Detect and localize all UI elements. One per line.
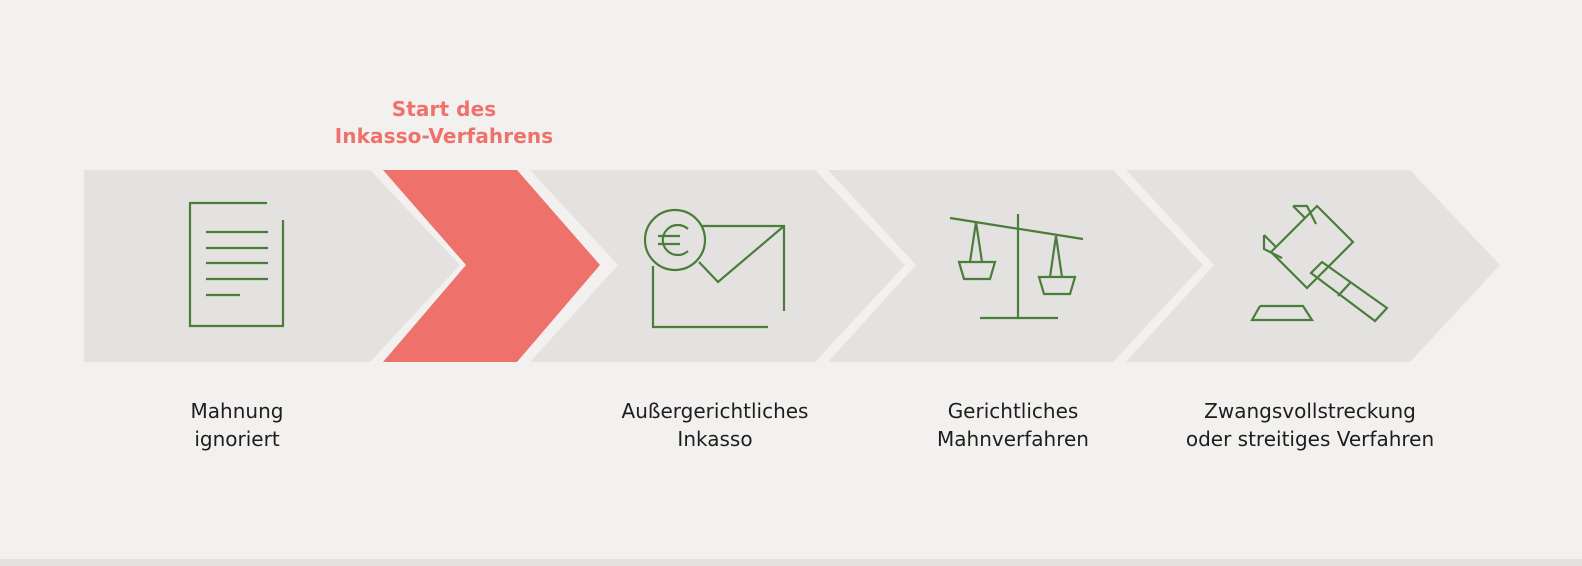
step-label-zwangsvollstreckung: Zwangsvollstreckung oder streitiges Verf… (1160, 397, 1460, 453)
step-label-line2: ignoriert (194, 427, 280, 451)
step-label-line2: Inkasso (677, 427, 753, 451)
gavel-icon (1250, 204, 1389, 323)
scales-icon (949, 214, 1084, 320)
step-label-mahnung: Mahnung ignoriert (117, 397, 357, 453)
highlight-label-line2: Inkasso-Verfahrens (334, 124, 554, 148)
step-label-mahnverfahren: Gerichtliches Mahnverfahren (893, 397, 1133, 453)
step-label-line2: oder streitiges Verfahren (1185, 427, 1435, 451)
highlight-chevron (383, 170, 600, 362)
step-label-line1: Gerichtliches (947, 399, 1079, 423)
step-label-line1: Mahnung (190, 399, 284, 423)
step-label-line1: Außergerichtliches (621, 399, 809, 423)
step-label-line1: Zwangsvollstreckung (1204, 399, 1416, 423)
document-icon (188, 201, 285, 328)
step-arrow-inkasso (530, 170, 905, 362)
euro-envelope-icon (643, 208, 786, 329)
step-arrow-zwangsvollstreckung (1126, 170, 1500, 362)
bottom-divider (0, 559, 1582, 566)
highlight-label: Start des Inkasso-Verfahrens (314, 96, 574, 150)
step-label-line2: Mahnverfahren (937, 427, 1089, 451)
highlight-label-line1: Start des (391, 97, 497, 121)
step-label-inkasso: Außergerichtliches Inkasso (595, 397, 835, 453)
step-arrow-mahnung (84, 170, 460, 362)
step-arrow-mahnverfahren (828, 170, 1203, 362)
